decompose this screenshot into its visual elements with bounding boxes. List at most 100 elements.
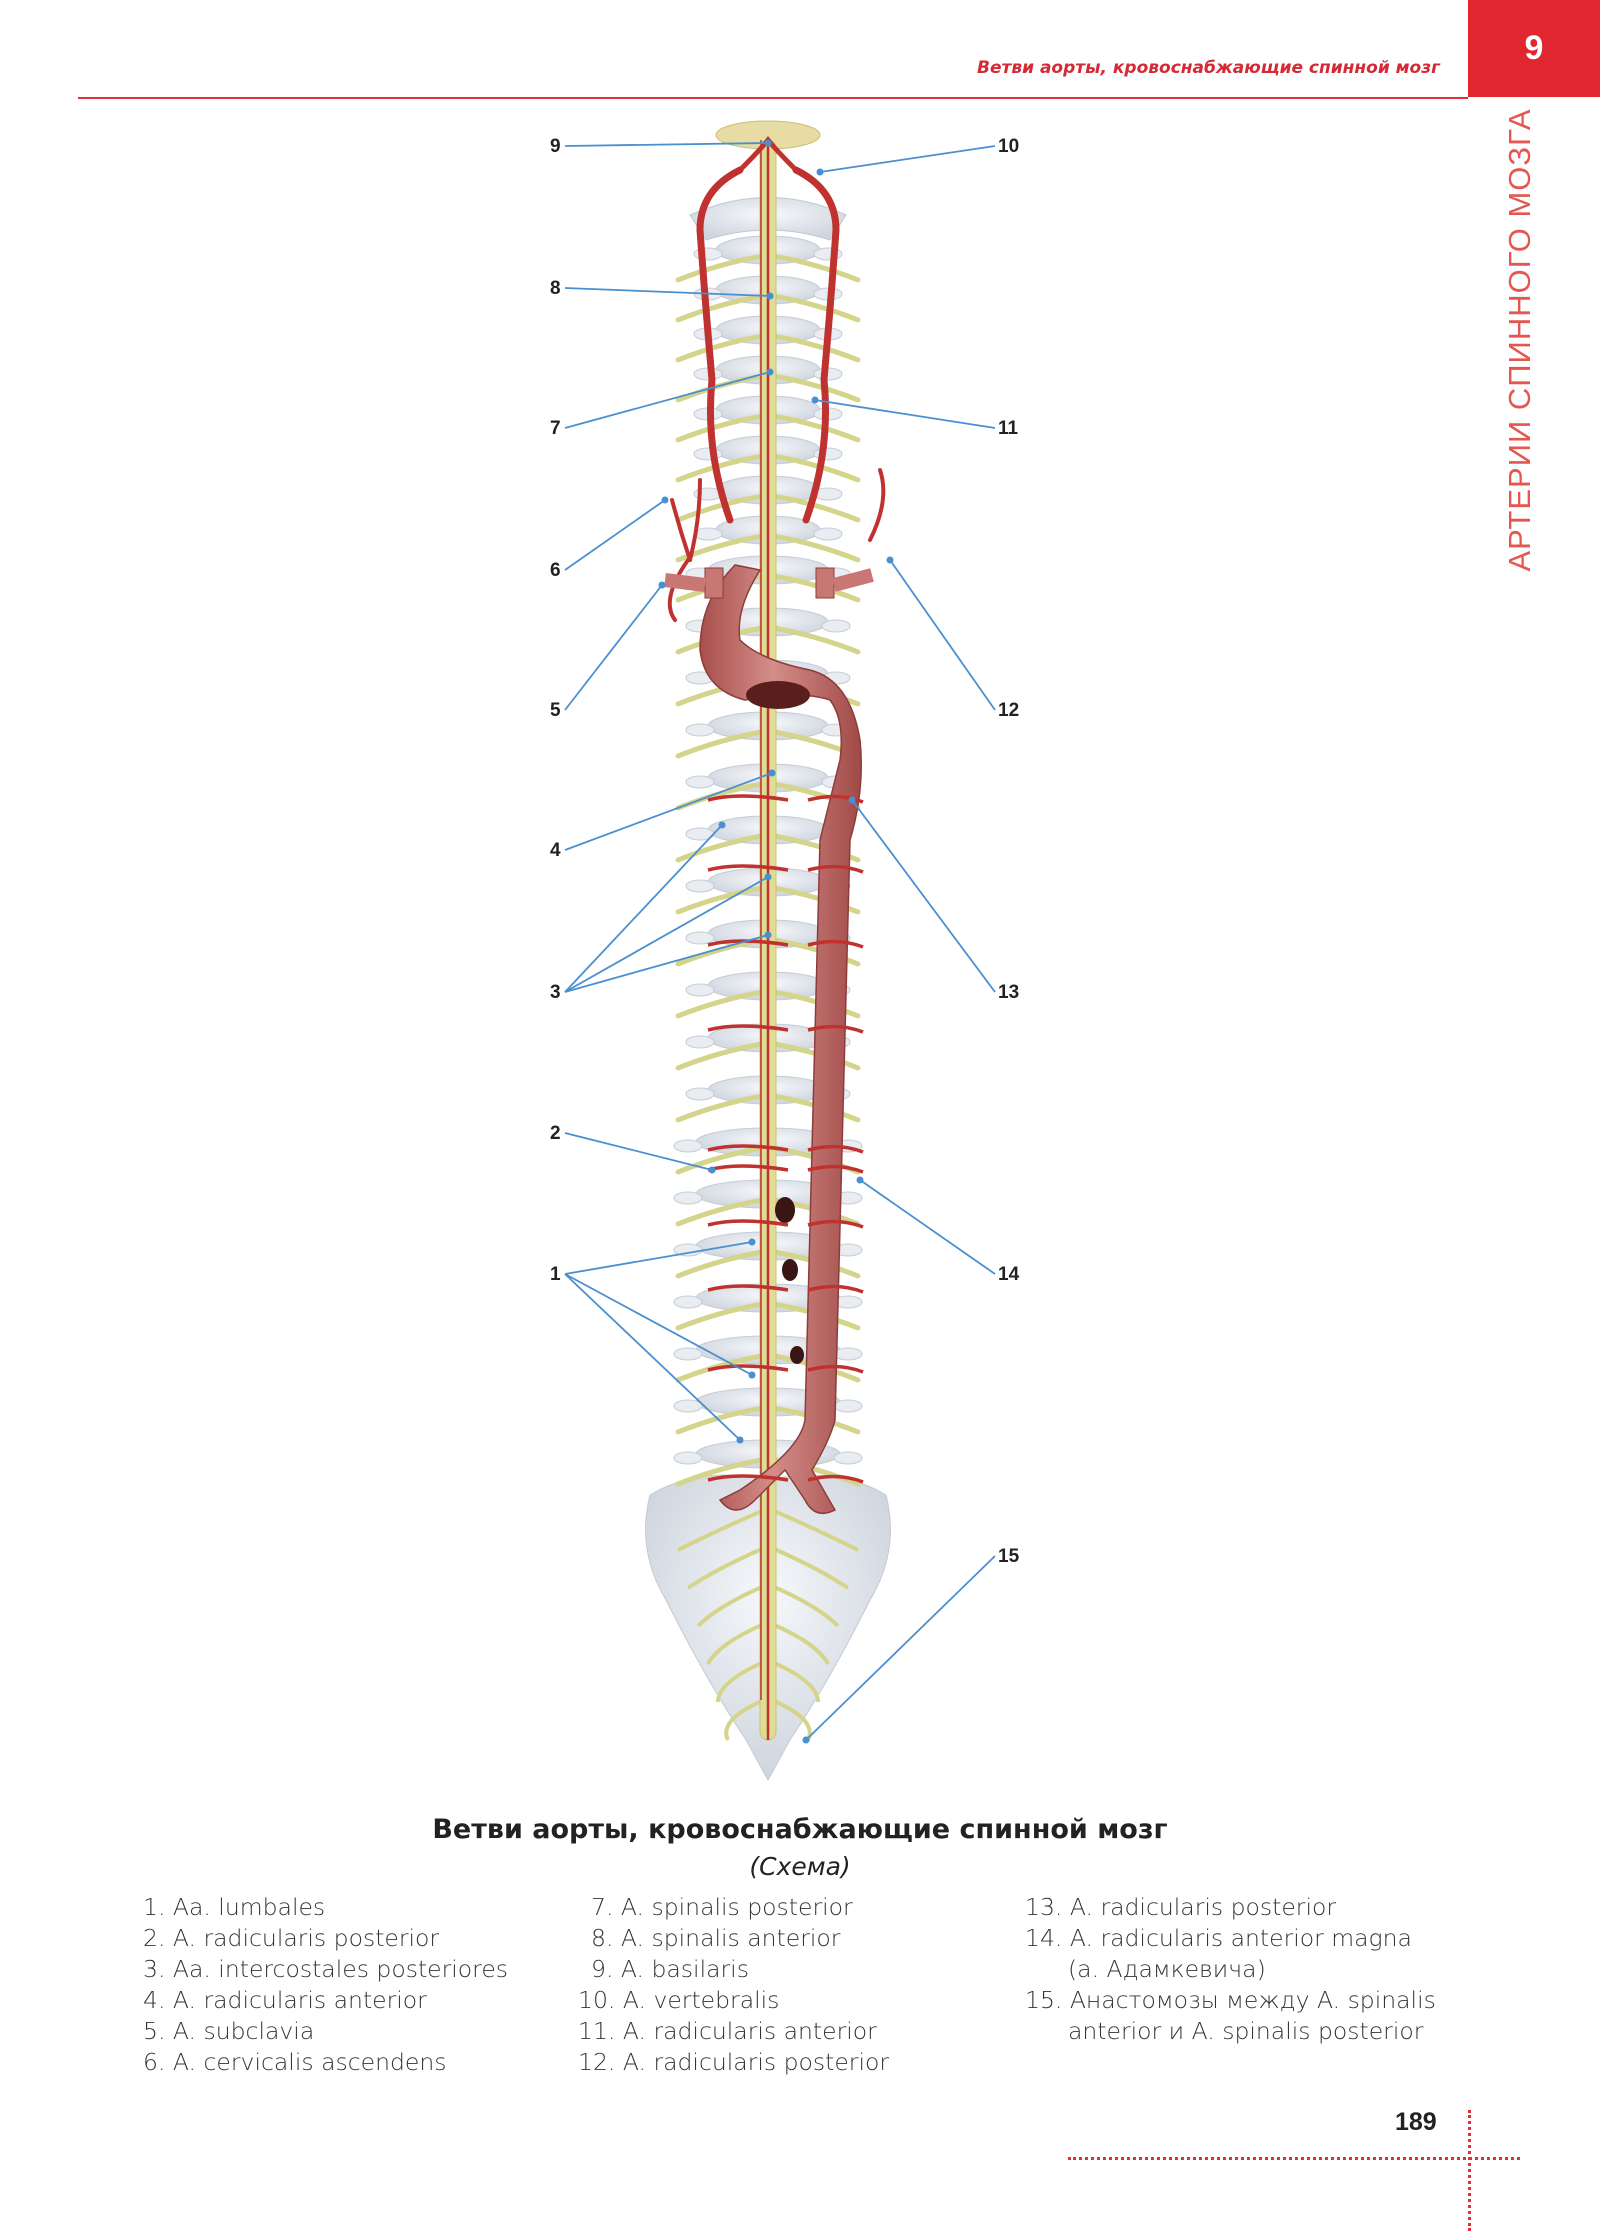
nerve-root xyxy=(675,333,765,363)
leader-dot xyxy=(811,396,819,404)
transverse-process xyxy=(673,1399,703,1413)
transverse-process xyxy=(673,1295,703,1309)
nerve-root xyxy=(675,1457,765,1487)
transverse-process xyxy=(685,723,715,737)
nerve-root xyxy=(675,413,765,443)
callout-11: 11 xyxy=(998,418,1019,439)
leader-dot xyxy=(768,769,776,777)
transverse-process xyxy=(685,1087,715,1101)
callout-leaders xyxy=(564,139,996,1744)
leader-line xyxy=(564,1132,713,1171)
sacral-nerve xyxy=(771,1622,830,1665)
transverse-process xyxy=(685,931,715,945)
segmental-arteries xyxy=(707,794,864,1484)
transverse-process xyxy=(685,775,715,789)
cervical-arteries xyxy=(667,468,886,622)
segmental-artery xyxy=(807,939,864,949)
callout-12: 12 xyxy=(998,700,1020,721)
leader-line xyxy=(564,287,771,297)
segmental-artery xyxy=(707,1219,789,1227)
segmental-artery xyxy=(707,939,789,947)
callout-3: 3 xyxy=(550,982,561,1003)
segmental-artery xyxy=(707,794,789,802)
segmental-artery xyxy=(707,1164,789,1172)
leader-dot xyxy=(802,1736,810,1744)
transverse-process xyxy=(693,527,723,541)
spinal-arteries-illustration xyxy=(564,120,996,1782)
leader-line xyxy=(851,799,996,993)
legend-item: 8. A. spinalis anterior xyxy=(591,1924,841,1952)
callout-7: 7 xyxy=(550,418,561,439)
transverse-process xyxy=(673,1191,703,1205)
leader-dot xyxy=(886,556,894,564)
leader-dot xyxy=(816,168,824,176)
transverse-process xyxy=(693,447,723,461)
nerve-root xyxy=(771,333,861,363)
nerve-root xyxy=(675,989,765,1019)
transverse-process xyxy=(685,983,715,997)
sacral-nerve xyxy=(716,1660,765,1703)
leader-line xyxy=(859,1179,996,1275)
leader-line xyxy=(564,1273,741,1441)
segmental-artery xyxy=(707,1144,789,1152)
legend-column-3: 13. A. radicularis posterior 14. A. radi… xyxy=(1025,1892,1436,2047)
legend-item-continuation: anterior и A. spinalis posterior xyxy=(1068,2017,1424,2045)
callout-14: 14 xyxy=(998,1264,1020,1285)
transverse-process xyxy=(813,527,843,541)
nerve-root xyxy=(675,1249,765,1279)
leader-line xyxy=(889,559,996,711)
nerve-root xyxy=(675,833,765,863)
transverse-process xyxy=(673,1347,703,1361)
leader-line xyxy=(564,1241,753,1275)
leader-dot xyxy=(764,931,772,939)
segmental-artery xyxy=(707,1474,789,1482)
callout-13: 13 xyxy=(998,982,1020,1003)
nerve-root xyxy=(771,625,861,655)
transverse-process xyxy=(833,1451,863,1465)
sacral-nerve xyxy=(724,1698,765,1741)
segmental-artery xyxy=(807,1144,864,1154)
legend-item: 9. A. basilaris xyxy=(591,1955,749,1983)
callout-5: 5 xyxy=(550,700,561,721)
nerve-root xyxy=(771,413,861,443)
legend-item: 13. A. radicularis posterior xyxy=(1025,1893,1337,1921)
transverse-process xyxy=(813,447,843,461)
transverse-process xyxy=(833,1399,863,1413)
nerve-root xyxy=(675,1405,765,1435)
nerve-root xyxy=(771,885,861,915)
segmental-artery xyxy=(807,1219,864,1229)
legend-item: 12. A. radicularis posterior xyxy=(578,2048,890,2076)
segmental-artery xyxy=(707,1364,789,1372)
leader-line xyxy=(564,1273,753,1376)
leader-dot xyxy=(764,873,772,881)
legend-item: 6. A. cervicalis ascendens xyxy=(143,2048,447,2076)
sacral-nerve xyxy=(771,1660,820,1703)
nerve-root xyxy=(675,1197,765,1227)
sacral-nerve xyxy=(696,1584,765,1628)
segmental-artery xyxy=(707,1024,789,1032)
page-number: 189 xyxy=(1395,2108,1437,2136)
nerve-root xyxy=(771,493,861,523)
leader-line xyxy=(564,371,771,429)
transverse-process xyxy=(833,1347,863,1361)
leader-dot xyxy=(764,139,772,147)
callout-4: 4 xyxy=(550,840,561,861)
aorta xyxy=(664,564,874,1515)
leader-line xyxy=(564,142,769,147)
sacral-nerve xyxy=(706,1622,765,1665)
transverse-process xyxy=(673,1451,703,1465)
legend-item: 15. Анастомозы между A. spinalis xyxy=(1025,1986,1436,2014)
leader-line xyxy=(564,772,773,851)
leader-line xyxy=(564,876,769,993)
chapter-number-tab: 9 xyxy=(1468,0,1600,97)
legend-item: 4. A. radicularis anterior xyxy=(143,1986,427,2014)
legend-column-1: 1. Aa. lumbales 2. A. radicularis poster… xyxy=(143,1892,508,2078)
nerve-root xyxy=(675,1301,765,1331)
leader-line xyxy=(814,399,996,429)
running-title: Ветви аорты, кровоснабжающие спинной моз… xyxy=(977,58,1440,78)
sacral-nerve xyxy=(677,1508,765,1552)
segmental-artery xyxy=(807,1024,864,1034)
leader-dot xyxy=(766,292,774,300)
leader-line xyxy=(819,145,996,173)
nerve-root xyxy=(675,1041,765,1071)
